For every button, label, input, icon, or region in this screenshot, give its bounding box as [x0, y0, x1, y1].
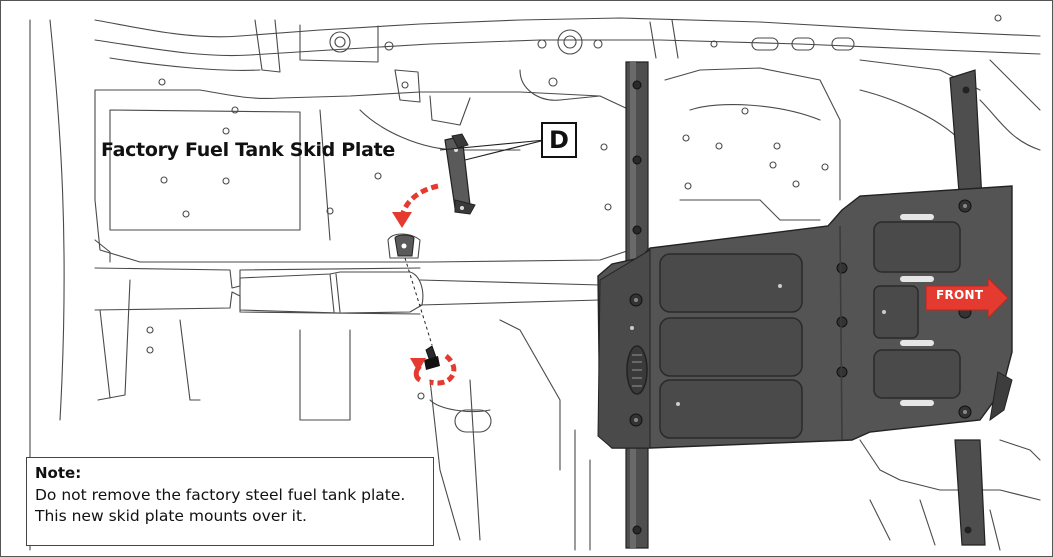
part-d-bracket	[444, 133, 476, 215]
part-letter-badge: D	[541, 122, 577, 158]
right-crossmember	[949, 69, 986, 546]
fuel-tank-outline	[94, 89, 631, 263]
front-arrow-icon	[925, 276, 1009, 320]
note-box: Note: Do not remove the factory steel fu…	[26, 457, 434, 546]
note-body: Do not remove the factory steel fuel tan…	[35, 486, 406, 525]
mounting-bolt	[394, 234, 440, 370]
exhaust-pipe	[239, 271, 424, 314]
upper-frame-rail	[94, 17, 1041, 38]
curved-arrow-icon	[392, 183, 439, 228]
front-direction-label: FRONT	[936, 288, 984, 302]
note-title: Note:	[35, 464, 82, 482]
rotate-arrow-icon	[410, 354, 457, 386]
callout-label: Factory Fuel Tank Skid Plate	[101, 139, 396, 161]
new-skid-plate	[597, 185, 1013, 449]
